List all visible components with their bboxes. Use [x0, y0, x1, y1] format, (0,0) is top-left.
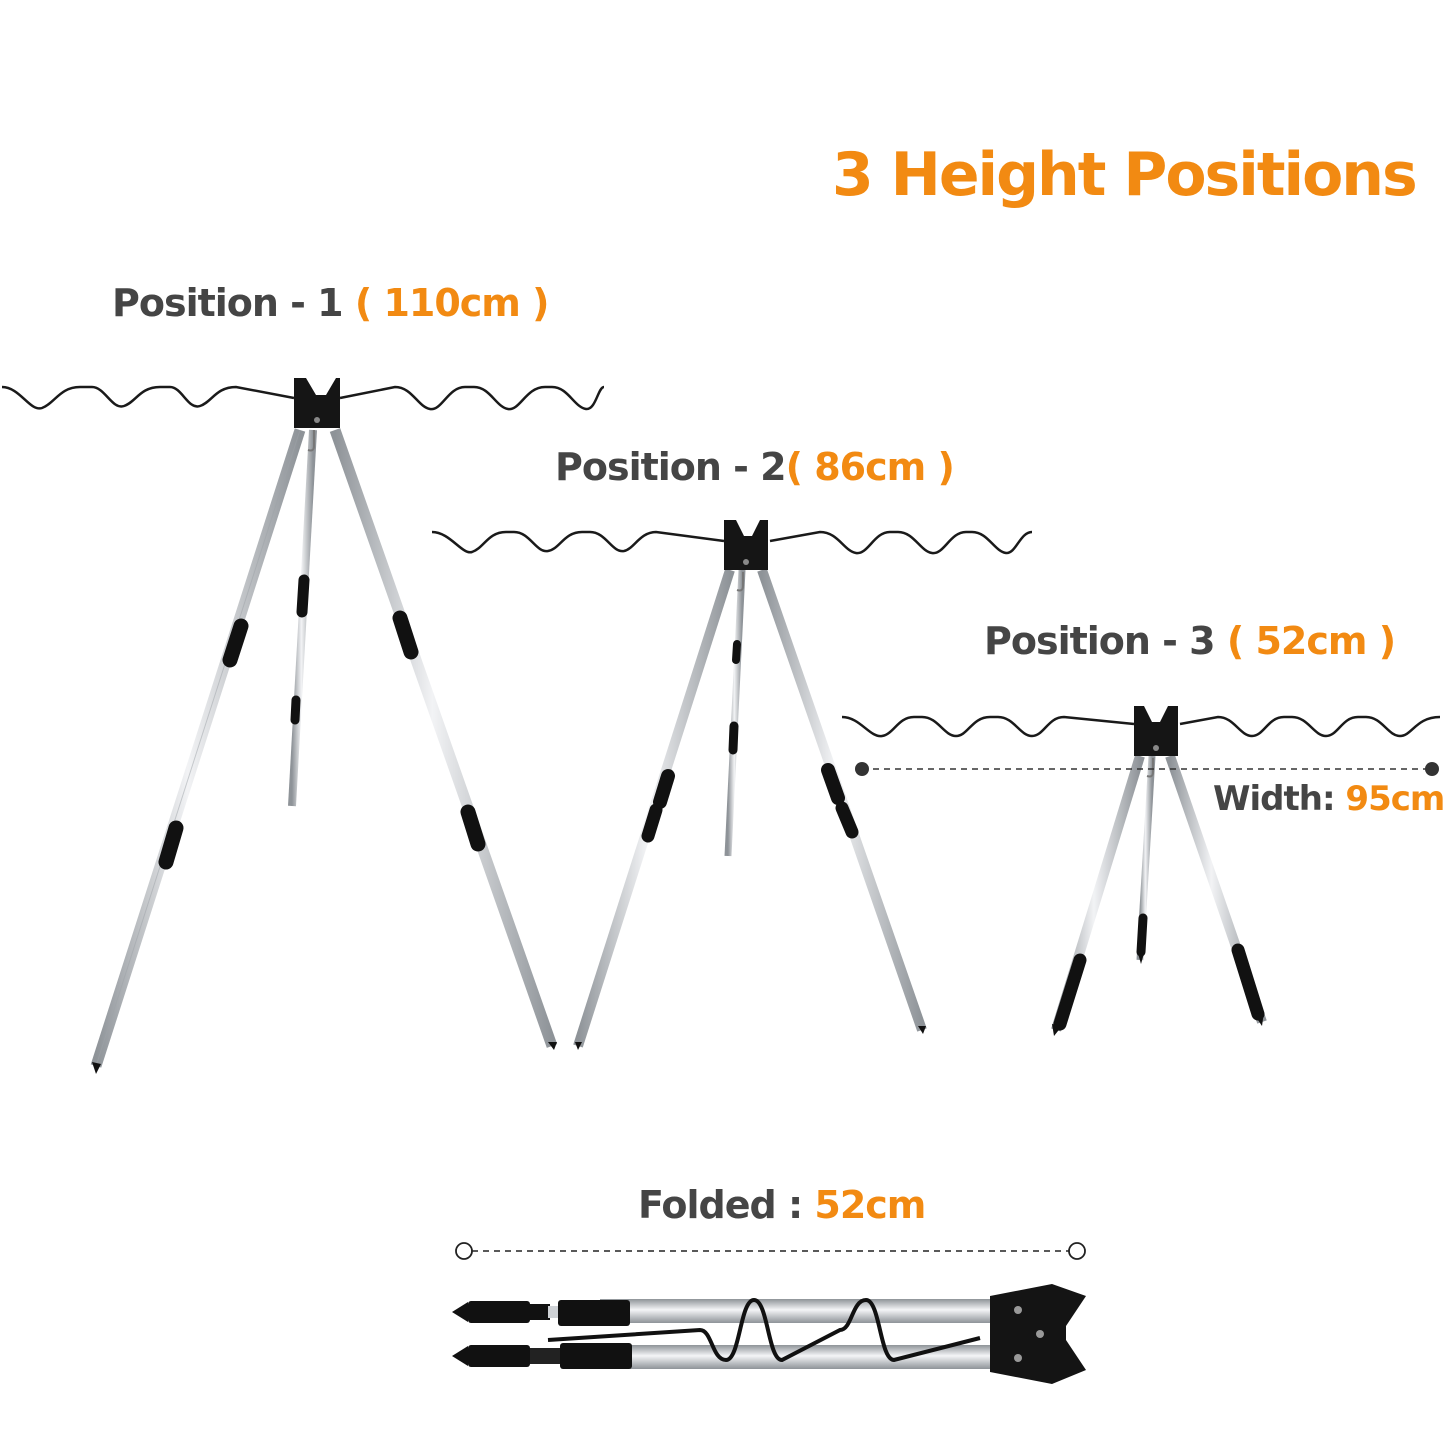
rod-rest-wire	[1, 385, 605, 411]
tripod-head	[1134, 706, 1178, 756]
folded-label: Folded :	[638, 1183, 803, 1227]
tripod-position-3	[841, 706, 1441, 1036]
width-value: 95cm	[1345, 779, 1445, 819]
folded-dimension-line	[455, 1242, 1086, 1260]
folded-caption: Folded : 52cm	[638, 1183, 926, 1227]
position-2-caption: Position - 2( 86cm )	[555, 445, 955, 489]
tripod-position-1	[1, 378, 605, 1074]
position-1-caption: Position - 1 ( 110cm )	[112, 281, 549, 325]
position-2-label: Position - 2	[555, 445, 787, 489]
rod-rest-wire	[841, 715, 1441, 738]
position-1-height: ( 110cm )	[354, 281, 550, 325]
page-title: 3 Height Positions	[832, 140, 1418, 210]
position-1-label: Position - 1	[112, 281, 344, 325]
position-3-label: Position - 3	[984, 619, 1216, 663]
rod-rest-wire	[431, 530, 1033, 555]
width-label: Width:	[1213, 779, 1336, 819]
position-3-height: ( 52cm )	[1226, 619, 1396, 663]
folded-tripod	[452, 1284, 1086, 1384]
tripod-head	[294, 378, 340, 428]
width-caption: Width: 95cm	[1213, 779, 1445, 819]
tripod-position-2	[431, 520, 1033, 1050]
folded-value: 52cm	[814, 1183, 926, 1227]
position-2-height: ( 86cm )	[785, 445, 955, 489]
tripod-head	[724, 520, 768, 570]
position-3-caption: Position - 3 ( 52cm )	[984, 619, 1396, 663]
width-dimension-line	[855, 762, 1439, 776]
